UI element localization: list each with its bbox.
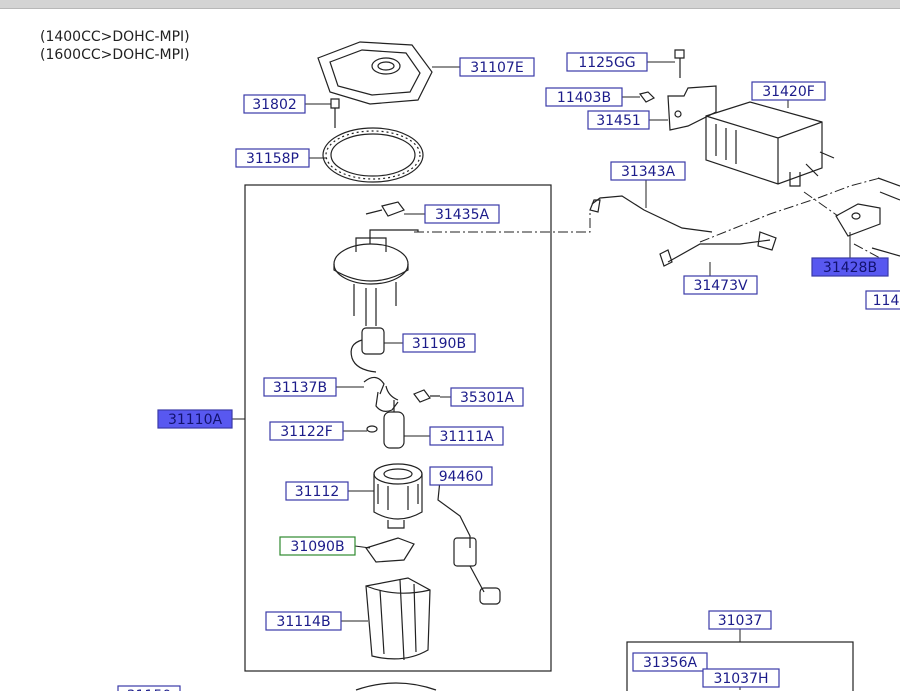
gasket-ring-shape bbox=[322, 127, 424, 183]
part-label-box bbox=[545, 87, 623, 107]
part-label-box bbox=[429, 426, 504, 446]
part-number-text: 31343A bbox=[621, 164, 676, 180]
part-label-box bbox=[429, 466, 493, 486]
part-label-box bbox=[566, 52, 648, 72]
part-number-text: 11403B bbox=[557, 90, 611, 106]
part-label-box bbox=[279, 536, 356, 556]
part-number-text: 31190B bbox=[412, 336, 466, 352]
part-label-31110A[interactable]: 31110A bbox=[157, 409, 233, 429]
part-label-31451[interactable]: 31451 bbox=[587, 110, 650, 130]
part-number-text: 31435A bbox=[435, 207, 490, 223]
part-label-31037H[interactable]: 31037H bbox=[702, 668, 780, 688]
part-label-31114B[interactable]: 31114B bbox=[265, 611, 342, 631]
part-label-31150[interactable]: 31150 bbox=[117, 685, 181, 691]
reservoir-shape bbox=[373, 463, 423, 485]
part-label-box bbox=[285, 481, 349, 501]
part-number-text: 31037H bbox=[713, 671, 768, 687]
part-label-31111A[interactable]: 31111A bbox=[429, 426, 504, 446]
engine-note-1600: (1600CC>DOHC-MPI) bbox=[40, 47, 190, 63]
part-label-31435A[interactable]: 31435A bbox=[424, 204, 500, 224]
part-label-31343A[interactable]: 31343A bbox=[610, 161, 686, 181]
part-label-box bbox=[811, 257, 889, 277]
part-number-text: 31037 bbox=[718, 613, 763, 629]
part-label-31090B[interactable]: 31090B bbox=[279, 536, 356, 556]
part-label-box bbox=[751, 81, 826, 101]
part-number-text: 31158P bbox=[246, 151, 299, 167]
part-label-114[interactable]: 114 bbox=[865, 290, 900, 310]
part-number-text: 31473V bbox=[693, 278, 748, 294]
bracket-shape bbox=[667, 85, 717, 131]
strainer-shape bbox=[365, 537, 415, 563]
part-label-box bbox=[117, 685, 181, 691]
parts-diagram: (1400CC>DOHC-MPI) (1600CC>DOHC-MPI) bbox=[0, 9, 900, 691]
part-label-31107E[interactable]: 31107E bbox=[459, 57, 535, 77]
part-number-text: 1125GG bbox=[578, 55, 635, 71]
part-label-31158P[interactable]: 31158P bbox=[235, 148, 310, 168]
part-label-1125GG[interactable]: 1125GG bbox=[566, 52, 648, 72]
part-number-text: 31110A bbox=[168, 412, 223, 428]
part-number-text: 31356A bbox=[643, 655, 698, 671]
part-label-box bbox=[263, 377, 337, 397]
part-label-box bbox=[269, 421, 344, 441]
pipe-upper-shape bbox=[591, 195, 713, 233]
part-label-box bbox=[235, 148, 310, 168]
part-number-text: 31107E bbox=[470, 60, 523, 76]
part-number-text: 114 bbox=[873, 293, 900, 309]
part-label-31037[interactable]: 31037 bbox=[708, 610, 772, 630]
part-label-31356A[interactable]: 31356A bbox=[632, 652, 708, 672]
fuel-pump-shape bbox=[383, 411, 405, 449]
cover-plate-shape bbox=[317, 41, 433, 105]
part-label-box bbox=[683, 275, 758, 295]
part-label-box bbox=[587, 110, 650, 130]
lower-partial-shape bbox=[355, 682, 437, 691]
window-top-bar bbox=[0, 0, 900, 9]
part-label-31802[interactable]: 31802 bbox=[243, 94, 306, 114]
holder-shape bbox=[365, 577, 431, 660]
part-label-31428B[interactable]: 31428B bbox=[811, 257, 889, 277]
part-number-text: 31420F bbox=[762, 84, 815, 100]
part-number-text: 31114B bbox=[276, 614, 330, 630]
part-label-box bbox=[157, 409, 233, 429]
engine-note-1400: (1400CC>DOHC-MPI) bbox=[40, 29, 190, 45]
filter-shape bbox=[361, 327, 385, 355]
part-number-text: 31137B bbox=[273, 380, 327, 396]
part-number-text: 31802 bbox=[252, 97, 297, 113]
part-label-box bbox=[243, 94, 306, 114]
part-label-31122F[interactable]: 31122F bbox=[269, 421, 344, 441]
part-label-31112[interactable]: 31112 bbox=[285, 481, 349, 501]
part-label-94460[interactable]: 94460 bbox=[429, 466, 493, 486]
part-label-31137B[interactable]: 31137B bbox=[263, 377, 337, 397]
part-label-box bbox=[424, 204, 500, 224]
part-label-31420F[interactable]: 31420F bbox=[751, 81, 826, 101]
part-label-box bbox=[632, 652, 708, 672]
diagram-svg: 31107E 31802 31158P 31435A 31190B 31137B 35301… bbox=[117, 41, 900, 691]
part-label-box bbox=[610, 161, 686, 181]
part-number-text: 31122F bbox=[280, 424, 333, 440]
canister-shape bbox=[705, 101, 823, 185]
part-number-text: 35301A bbox=[460, 390, 515, 406]
part-number-text: 31111A bbox=[439, 429, 494, 445]
part-label-31190B[interactable]: 31190B bbox=[402, 333, 476, 353]
part-label-box bbox=[459, 57, 535, 77]
part-label-box bbox=[708, 610, 772, 630]
part-label-box bbox=[402, 333, 476, 353]
part-number-text: 31150 bbox=[127, 688, 172, 691]
part-label-35301A[interactable]: 35301A bbox=[450, 387, 524, 407]
part-number-text: 31451 bbox=[596, 113, 641, 129]
part-label-11403B[interactable]: 11403B bbox=[545, 87, 623, 107]
part-number-text: 31090B bbox=[290, 539, 344, 555]
part-label-box bbox=[265, 611, 342, 631]
part-number-text: 31112 bbox=[295, 484, 340, 500]
part-number-text: 94460 bbox=[439, 469, 484, 485]
pump-assembly-box bbox=[244, 184, 552, 672]
part-label-box bbox=[865, 290, 900, 310]
pump-flange-shape bbox=[333, 243, 409, 285]
part-label-box bbox=[702, 668, 780, 688]
part-number-text: 31428B bbox=[823, 260, 877, 276]
part-label-box bbox=[450, 387, 524, 407]
part-label-31473V[interactable]: 31473V bbox=[683, 275, 758, 295]
